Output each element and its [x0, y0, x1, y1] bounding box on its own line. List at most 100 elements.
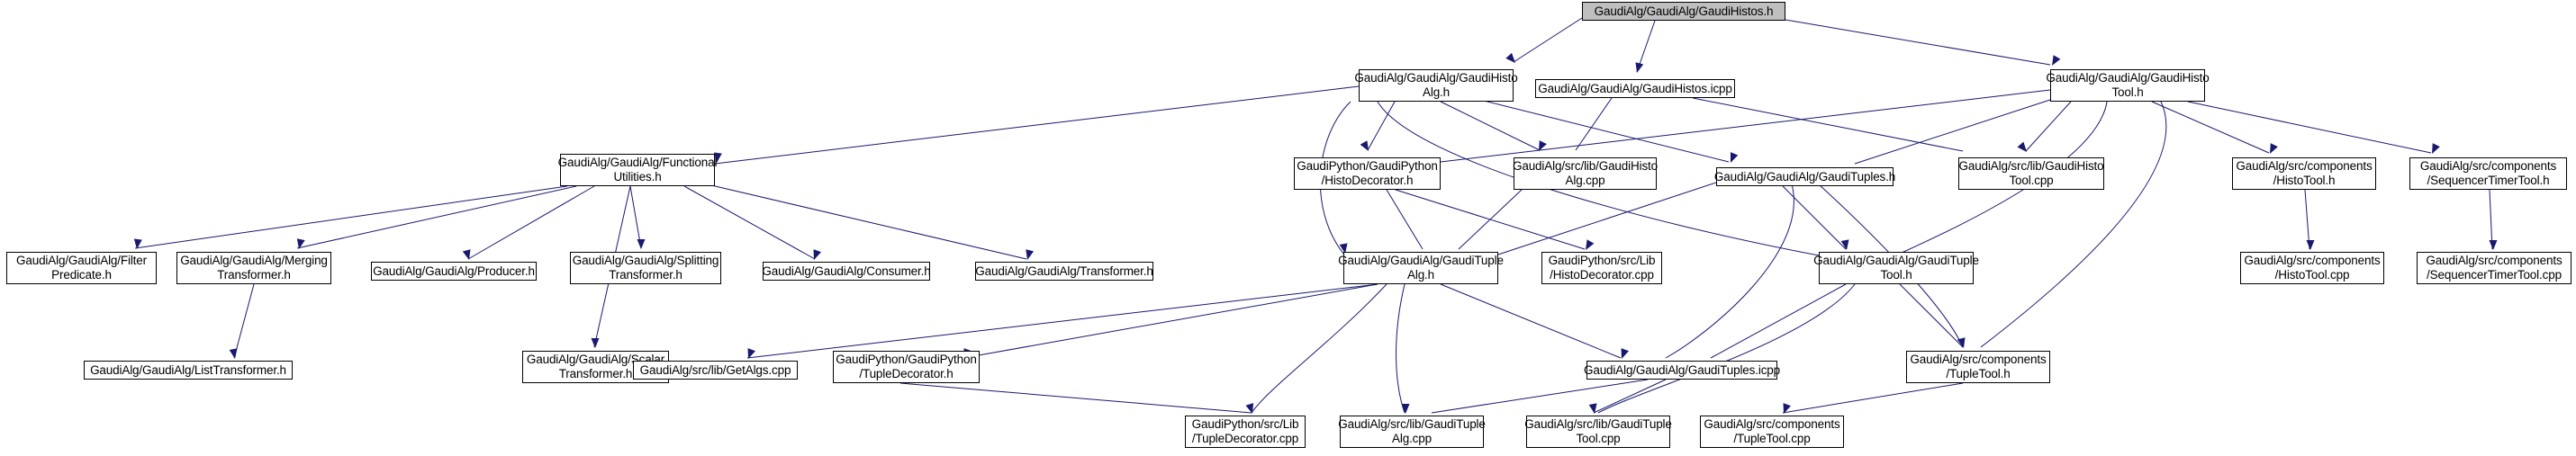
graph-edge: [1440, 283, 1622, 359]
graph-edge: [1458, 189, 1523, 250]
graph-edge: [1395, 189, 1586, 250]
graph-arrowhead: [229, 348, 238, 359]
graph-node[interactable]: GaudiAlg/GaudiAlg/Consumer.h: [762, 262, 931, 281]
graph-arrowhead: [2270, 143, 2278, 154]
graph-arrowhead: [1539, 140, 1547, 151]
graph-edge: [1710, 283, 1847, 359]
graph-node[interactable]: GaudiAlg/src/components /TupleTool.cpp: [1700, 416, 1844, 448]
graph-node[interactable]: GaudiAlg/src/lib/GaudiHisto Tool.cpp: [1958, 157, 2104, 190]
graph-node[interactable]: GaudiAlg/src/components /SequencerTimerT…: [2417, 252, 2571, 284]
graph-node[interactable]: GaudiPython/src/Lib /HistoDecorator.cpp: [1541, 252, 1662, 284]
graph-arrowhead: [1635, 62, 1644, 73]
graph-node[interactable]: GaudiAlg/src/components /HistoTool.h: [2232, 157, 2376, 190]
graph-arrowhead: [2489, 240, 2498, 250]
graph-edge: [1431, 379, 1649, 414]
graph-node[interactable]: GaudiAlg/GaudiAlg/Transformer.h: [975, 262, 1153, 281]
graph-node[interactable]: GaudiAlg/src/lib/GaudiHisto Alg.cpp: [1513, 157, 1658, 190]
graph-node[interactable]: GaudiPython/GaudiPython /TupleDecorator.…: [833, 351, 980, 383]
graph-arrowhead: [2052, 55, 2061, 66]
graph-arrowhead: [1783, 403, 1791, 414]
graph-arrowhead: [1730, 152, 1739, 163]
graph-edge: [683, 185, 816, 260]
graph-arrowhead: [1840, 239, 1849, 250]
graph-arrowhead: [462, 249, 471, 260]
graph-edge: [1440, 89, 2051, 163]
graph-node[interactable]: GaudiAlg/GaudiAlg/GaudiTuple Tool.h: [1813, 252, 1979, 284]
graph-edge: [1854, 98, 2054, 165]
graph-node[interactable]: GaudiAlg/src/components /TupleTool.h: [1906, 351, 2050, 383]
graph-node[interactable]: GaudiAlg/src/lib/GaudiTuple Alg.cpp: [1338, 416, 1486, 448]
graph-node[interactable]: GaudiAlg/GaudiAlg/GaudiTuples.icpp: [1584, 361, 1780, 380]
graph-arrowhead: [1621, 348, 1629, 359]
graph-arrowhead: [591, 338, 600, 348]
graph-node[interactable]: GaudiPython/GaudiPython /HistoDecorator.…: [1294, 157, 1441, 190]
graph-arrowhead: [133, 238, 142, 249]
graph-edge: [1785, 19, 2051, 66]
graph-arrowhead: [2432, 143, 2440, 154]
graph-edge: [899, 382, 1252, 414]
graph-edge: [1593, 379, 1667, 414]
graph-arrowhead: [1505, 52, 1515, 63]
graph-edge: [1575, 97, 1613, 151]
graph-edge: [2151, 101, 2270, 154]
graph-edge: [1476, 98, 1730, 163]
graph-arrowhead: [2017, 141, 2027, 152]
graph-edge: [2489, 189, 2493, 250]
graph-edge: [1396, 283, 1406, 414]
graph-node[interactable]: GaudiAlg/GaudiAlg/GaudiHistos.icpp: [1535, 79, 1735, 98]
graph-arrowhead: [1245, 403, 1254, 414]
graph-arrowhead: [747, 348, 755, 359]
graph-edge: [1980, 101, 2167, 348]
graph-edge: [1782, 382, 1964, 414]
graph-edge: [1513, 17, 1583, 63]
graph-arrowhead: [1360, 140, 1369, 151]
graph-edge: [1899, 283, 1964, 348]
graph-arrowhead: [1588, 403, 1597, 414]
graph-arrowhead: [296, 238, 305, 249]
graph-arrowhead: [637, 239, 646, 249]
arrowhead-group: [133, 52, 2498, 414]
graph-edge: [134, 185, 568, 249]
graph-node[interactable]: GaudiAlg/GaudiAlg/Functional Utilities.h: [558, 154, 717, 186]
graph-edge: [296, 185, 577, 249]
graph-edge: [629, 185, 642, 249]
graph-edge: [1386, 189, 1424, 250]
graph-node[interactable]: GaudiAlg/src/lib/GetAlgs.cpp: [633, 361, 798, 380]
graph-arrowhead: [1586, 239, 1595, 250]
graph-node[interactable]: GaudiAlg/GaudiAlg/Producer.h: [371, 262, 537, 281]
graph-edge: [1692, 97, 1964, 152]
graph-node[interactable]: GaudiAlg/GaudiAlg/GaudiHisto Tool.h: [2046, 69, 2210, 102]
graph-edge: [1367, 101, 1396, 151]
graph-edge: [714, 85, 1360, 165]
graph-node[interactable]: GaudiAlg/src/lib/GaudiTuple Tool.cpp: [1524, 416, 1672, 448]
graph-edge: [1251, 283, 1387, 414]
graph-arrowhead: [1401, 404, 1410, 414]
graph-node[interactable]: GaudiAlg/src/components /SequencerTimerT…: [2409, 157, 2567, 190]
graph-node[interactable]: GaudiAlg/GaudiAlg/ListTransformer.h: [84, 361, 293, 380]
graph-node[interactable]: GaudiPython/src/Lib /TupleDecorator.cpp: [1185, 416, 1306, 448]
graph-edge: [1782, 185, 1847, 250]
graph-edge: [2025, 101, 2072, 152]
graph-edge: [710, 184, 1027, 260]
graph-arrowhead: [1957, 337, 1966, 348]
graph-edge: [1597, 283, 1856, 414]
graph-node: GaudiAlg/GaudiAlg/GaudiHistos.h: [1582, 2, 1785, 21]
graph-edge: [2187, 101, 2432, 154]
graph-node[interactable]: GaudiAlg/src/components /HistoTool.cpp: [2240, 252, 2384, 284]
graph-edge: [746, 283, 1378, 359]
graph-edge: [963, 283, 1378, 359]
graph-edge: [2304, 189, 2310, 250]
graph-edge: [467, 185, 595, 260]
graph-node[interactable]: GaudiAlg/GaudiAlg/GaudiHisto Alg.h: [1354, 69, 1518, 102]
graph-edge: [233, 283, 255, 359]
graph-node[interactable]: GaudiAlg/GaudiAlg/GaudiTuple Alg.h: [1338, 252, 1504, 284]
graph-arrowhead: [1026, 249, 1035, 260]
graph-node[interactable]: GaudiAlg/GaudiAlg/GaudiTuples.h: [1714, 167, 1895, 186]
graph-node[interactable]: GaudiAlg/GaudiAlg/Merging Transformer.h: [176, 252, 331, 284]
graph-arrowhead: [2306, 240, 2315, 250]
graph-edge: [1636, 20, 1656, 73]
graph-node[interactable]: GaudiAlg/GaudiAlg/Filter Predicate.h: [6, 252, 157, 284]
graph-arrowhead: [813, 249, 821, 260]
graph-node[interactable]: GaudiAlg/GaudiAlg/Splitting Transformer.…: [570, 252, 721, 284]
